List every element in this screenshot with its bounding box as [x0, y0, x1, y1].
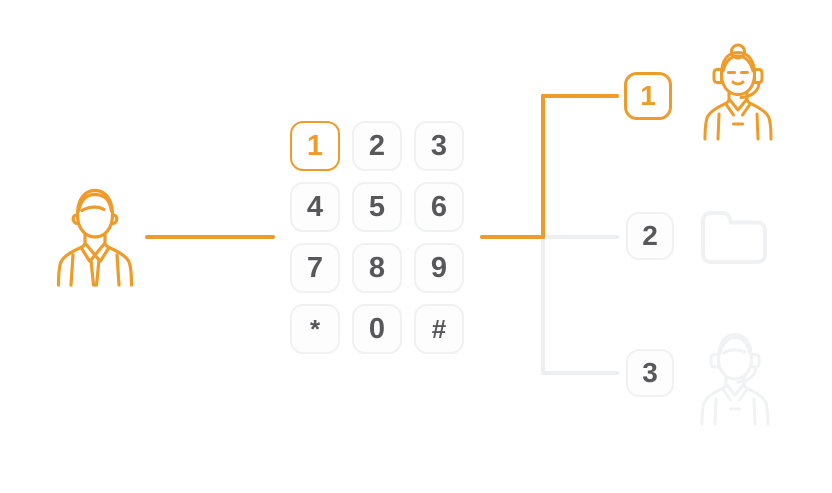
- keypad-key-7[interactable]: 7: [290, 243, 340, 293]
- keypad-key-0[interactable]: 0: [352, 304, 402, 354]
- keypad-key-4[interactable]: 4: [290, 182, 340, 232]
- tree-trunk-active-vertical: [541, 94, 545, 239]
- dial-keypad: 1 2 3 4 5 6 7 8 9 * 0 #: [290, 121, 464, 354]
- keypad-key-2[interactable]: 2: [352, 121, 402, 171]
- caller-to-keypad-line: [145, 235, 275, 239]
- branch-option-key-1[interactable]: 1: [624, 72, 672, 120]
- branch-option-key-2[interactable]: 2: [626, 212, 674, 260]
- branch-option-key-3[interactable]: 3: [626, 349, 674, 397]
- tree-branch-2-line: [541, 235, 619, 239]
- keypad-key-3[interactable]: 3: [414, 121, 464, 171]
- keypad-key-5[interactable]: 5: [352, 182, 402, 232]
- keypad-key-8[interactable]: 8: [352, 243, 402, 293]
- keypad-key-star[interactable]: *: [290, 304, 340, 354]
- agent-female-headset-icon: [702, 42, 774, 142]
- keypad-key-hash[interactable]: #: [414, 304, 464, 354]
- keypad-key-6[interactable]: 6: [414, 182, 464, 232]
- agent-male-headset-icon: [698, 328, 772, 428]
- tree-trunk-inactive-vertical: [541, 237, 545, 375]
- tree-branch-3-line: [541, 371, 619, 375]
- keypad-key-9[interactable]: 9: [414, 243, 464, 293]
- keypad-to-tree-line: [480, 235, 545, 239]
- person-caller-icon: [55, 185, 135, 290]
- folder-icon: [699, 206, 769, 268]
- tree-branch-1-line: [541, 94, 619, 98]
- keypad-key-1[interactable]: 1: [290, 121, 340, 171]
